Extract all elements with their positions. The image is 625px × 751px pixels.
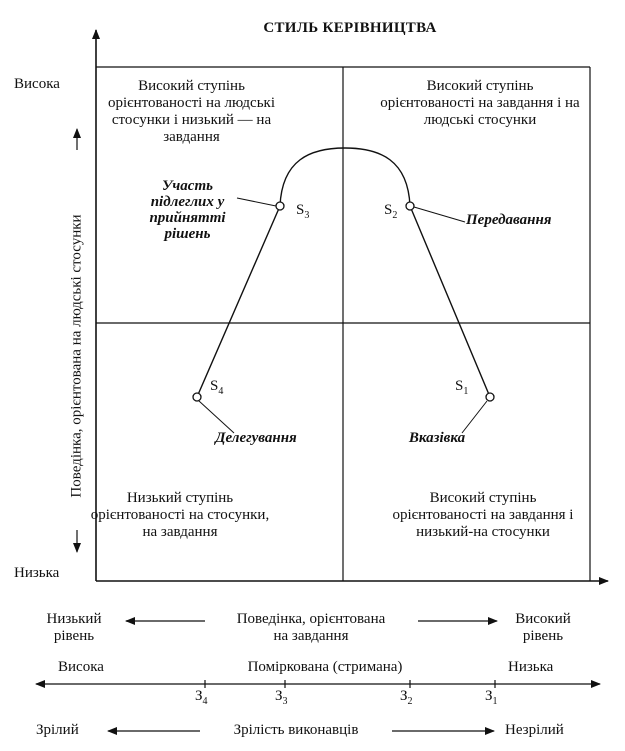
s2-leader-line	[413, 206, 466, 223]
level-center-label: Поміркована (стримана)	[247, 659, 403, 675]
level-left-label: Висока	[58, 659, 104, 675]
leadership-curve	[196, 147, 491, 398]
style-label-s3: Участь підлеглих у прийнятті рішень	[149, 178, 226, 242]
s1-leader-line	[461, 400, 488, 434]
point-s2	[405, 201, 415, 211]
style-label-s4: Делегування	[215, 430, 297, 446]
point-s1	[485, 392, 495, 402]
point-label-s2: S2	[384, 202, 398, 221]
quadrant-top-left-text: Високий ступінь орієнтованості на людськ…	[107, 78, 275, 145]
point-s3	[275, 201, 285, 211]
y-axis-low-label: Низька	[14, 565, 60, 581]
maturity-mark-z1: З1	[485, 688, 498, 707]
maturity-right-label: Незрілий	[505, 722, 564, 738]
style-label-s2: Передавання	[466, 212, 552, 228]
level-right-label: Низька	[508, 659, 554, 675]
quadrant-bottom-left-text: Низький ступінь орієнтованості на стосун…	[90, 490, 270, 540]
maturity-mark-z3: З3	[275, 688, 288, 707]
maturity-axis-title: Зрілість виконавців	[233, 722, 359, 738]
point-label-s1: S1	[455, 378, 469, 397]
style-label-s1: Вказівка	[408, 430, 466, 446]
maturity-left-label: Зрілий	[36, 722, 79, 738]
y-axis-title: Поведінка, орієнтована на людські стосун…	[68, 214, 85, 498]
point-label-s4: S4	[210, 378, 224, 397]
quadrant-bottom-right-text: Високий ступінь орієнтованості на завдан…	[392, 490, 574, 540]
maturity-mark-z2: З2	[400, 688, 413, 707]
quadrant-top-right-text: Високий ступінь орієнтованості на завдан…	[380, 78, 580, 128]
maturity-mark-z4: З4	[195, 688, 208, 707]
diagram-title: СТИЛЬ КЕРІВНИЦТВА	[263, 20, 437, 36]
y-axis-high-label: Висока	[14, 76, 60, 92]
point-s4	[192, 392, 202, 402]
s4-leader-line	[198, 400, 235, 434]
s3-leader-line	[236, 197, 277, 207]
point-label-s3: S3	[296, 202, 310, 221]
